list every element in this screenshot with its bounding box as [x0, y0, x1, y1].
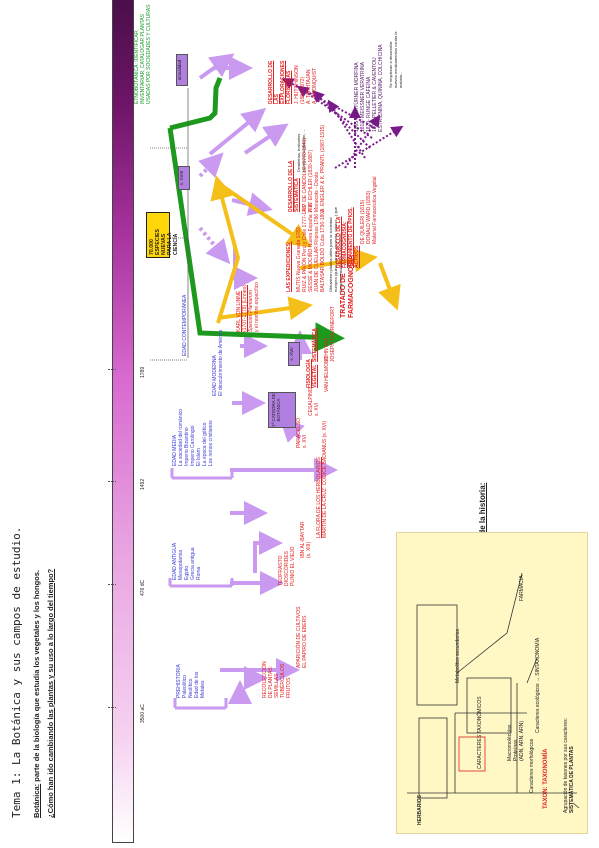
- era-item: El descubrimiento de América: [218, 329, 224, 396]
- etno-line: USADAS POR SOCIEDADES Y CULTURAS: [146, 4, 152, 104]
- arrow: [198, 53, 235, 80]
- ancient-authors: TEOFRASTO DIOSCÓRIDES PLINIO EL VIEJO: [278, 546, 296, 586]
- herbarios: HERBARIOS: [417, 794, 423, 825]
- dotted-line: [281, 78, 376, 129]
- diagram-lines: [407, 572, 580, 809]
- expedition: BALTASAR BOLDÓ Cuba 1796-1802: [320, 209, 326, 292]
- era-bracket: [173, 698, 228, 710]
- arrow: [233, 248, 258, 290]
- macro-line: (ADN, ARN, ARN): [519, 720, 525, 761]
- species-box: 70.000 ESPECIES NUEVAS PARA LA CIENCIA: [146, 212, 179, 258]
- author-date: s. XVI: [314, 402, 320, 416]
- taxon-label: TAXON: TAXONOMÍA: [543, 748, 549, 809]
- desarrollo-farmacognosia: DESARROLLO DE LA FARMACOGNOSIA: AISLAMIE…: [336, 207, 360, 268]
- macromoleculas: Macromoléculas Proteínas (ADN, ARN, ARN): [507, 721, 525, 761]
- author-date: s. XVI: [302, 434, 308, 448]
- author: A. CRONQUIST: [312, 67, 318, 104]
- agrupacion: Agrupación de taxones por sus caracteres…: [563, 718, 575, 813]
- codice-badianus: MARTIN DE LA CRUZ: CÓDICE BADIANUS (s. X…: [322, 420, 328, 538]
- dotted-line: [312, 90, 371, 149]
- linne-note: y el nombre específico: [254, 281, 260, 332]
- actualidad-label: actualidad: [177, 59, 182, 81]
- expeditions-list: MUTIS Nueva Granada 1783 RUIZ & PAVÓN Pe…: [296, 202, 326, 292]
- title-line: FLORÍSTICAS: [286, 70, 292, 104]
- s-xviii-label: s. XVIII: [179, 170, 184, 186]
- era-item: Metales: [200, 680, 206, 698]
- era-item: Roma: [196, 566, 202, 580]
- author: JOSEPH TOURNEFORT: [330, 306, 336, 362]
- yellow-arrow: [210, 175, 241, 324]
- era-antigua: EDAD ANTIGUA Mesopotamia Egipto Grecia a…: [172, 543, 202, 580]
- yellow-arrow: [299, 248, 378, 273]
- islam-author: IBN AL-BAYTAR (s. XIII): [300, 522, 312, 559]
- arrow: [253, 531, 283, 573]
- era-item: Los reinos cristianos: [208, 420, 214, 466]
- green-arrow: [169, 77, 223, 131]
- dotted-line: [334, 125, 404, 169]
- expeditions-title: LAS EXPEDICIONES:: [286, 241, 292, 292]
- yellow-arrow: [217, 296, 313, 321]
- caracteres-taxonomicos: CARACTERES TAXONÓMICOS: [477, 696, 483, 769]
- note-line: botánicos, ilustración, ...: [301, 129, 306, 172]
- pre-synthesis: Destilerías, boticarios botánicos, ilust…: [296, 129, 306, 172]
- species-box-line: 70.000 ESPECIES NUEVAS: [149, 229, 167, 255]
- arrow: [208, 107, 267, 156]
- dotted-line: [344, 114, 381, 169]
- agriculture-item: EL PAPIRO DE EBERS: [302, 615, 308, 668]
- exploraciones-authors: J. HUTCHINSON (1884-1972) A. TAKHTAJAN A…: [294, 65, 318, 104]
- middle-age-items: LA FLORA DE LOS HERBOLARIOS MARTIN DE LA…: [316, 421, 328, 538]
- era-contemporanea: EDAD CONTEMPORÁNEA: [182, 294, 188, 356]
- linne: KARL VON LINNÉ (1707-1778) (Linneo) Spec…: [236, 282, 260, 332]
- era-moderna: EDAD MODERNA El descubrimiento de Améric…: [212, 330, 224, 396]
- fisiologia: FISIOLOGÍA VEGETAL: [306, 359, 318, 388]
- metabolitos: Metabolitos secundarios: [455, 629, 461, 683]
- dotted-arrow: [198, 226, 231, 265]
- species-box-line: PARA LA CIENCIA: [167, 232, 179, 255]
- author: PLINIO EL VIEJO: [290, 546, 296, 586]
- farm-note: Se empiezan a desarrollar nuevos medicam…: [388, 31, 403, 88]
- author: A. ENGLER & K. PRANTL (1887-1915): [320, 124, 326, 212]
- etnobotanica: ETNOBOTÁNICA: IDENTIFICAR, INVENTARIAR, …: [134, 5, 152, 104]
- paracelso: PARACELSO s. XVI: [296, 418, 308, 448]
- s-xvii-label: s. XVII: [289, 347, 294, 361]
- cesalpino: CESALPINO s. XVI: [308, 387, 320, 416]
- dotted-arrow: [198, 152, 224, 178]
- box-catedra: 1ª CATEDRA DE BOTÁNICA: [268, 392, 296, 428]
- yellow-arrow: [216, 181, 312, 248]
- fisiologia-title: VEGETAL: [312, 364, 318, 388]
- arrow: [243, 123, 289, 155]
- dotted-line: [296, 85, 373, 139]
- desarrollo-exploraciones: DESARROLLO DE LAS EXPLORACIONES FLORÍSTI…: [268, 61, 292, 104]
- sistematica-title: SISTEMÁTICA: [312, 328, 318, 362]
- yellow-arrow: [378, 262, 401, 311]
- model-diagram: Agrupación de taxones por sus caracteres…: [396, 532, 588, 834]
- era-bracket: [170, 468, 234, 480]
- box-actualidad: actualidad: [176, 54, 188, 86]
- green-arrow: [167, 127, 345, 353]
- era-prehistoria: PREHISTORIA Paleolítico Neolítico Edad d…: [176, 664, 206, 698]
- dotted-line: [327, 99, 366, 159]
- catedra-label: 1ª CATEDRA DE BOTÁNICA: [271, 393, 281, 427]
- authors-17: JOHN RAY JOSEPH TOURNEFORT: [324, 306, 336, 362]
- era-media: EDAD MEDIA La sociedad del románico Impe…: [172, 409, 214, 466]
- farmacognosia-authors: DE QUILERI (1815) DONALD WARD (1893) Mat…: [360, 176, 378, 244]
- prehistory-facts: RECOLECCIÓN DE PLANTAS: SEMILLAS TUBÉRCU…: [262, 661, 292, 698]
- agriculture: APARICIÓN DE CULTIVOS EL PAPIRO DE EBERS: [296, 607, 308, 669]
- caracteres-morfologicos: Caracteres morfológicos: [529, 738, 535, 793]
- farmacognosia-names: 1805- SERTÜRNER MORFINA 1818- MEISSNER V…: [354, 44, 384, 132]
- box-s-xviii: s. XVIII: [178, 166, 190, 190]
- substance: ESTRICNINA, QUININA, COLCHICINA: [378, 44, 384, 132]
- author: Material Farmacéutica Vegetal: [372, 176, 378, 244]
- farmacia: FARMACIA: [519, 575, 525, 601]
- author-date: (s. XIII): [306, 541, 312, 558]
- agrupacion-line: SISTEMÁTICA DE PLANTAS: [569, 746, 575, 813]
- caracteres-ecologicos: Caracteres ecológicos → SINTAXONOMÍA: [535, 637, 541, 733]
- box-s-xvii: s. XVII: [288, 342, 300, 366]
- fact: FRUTOS: [286, 677, 292, 698]
